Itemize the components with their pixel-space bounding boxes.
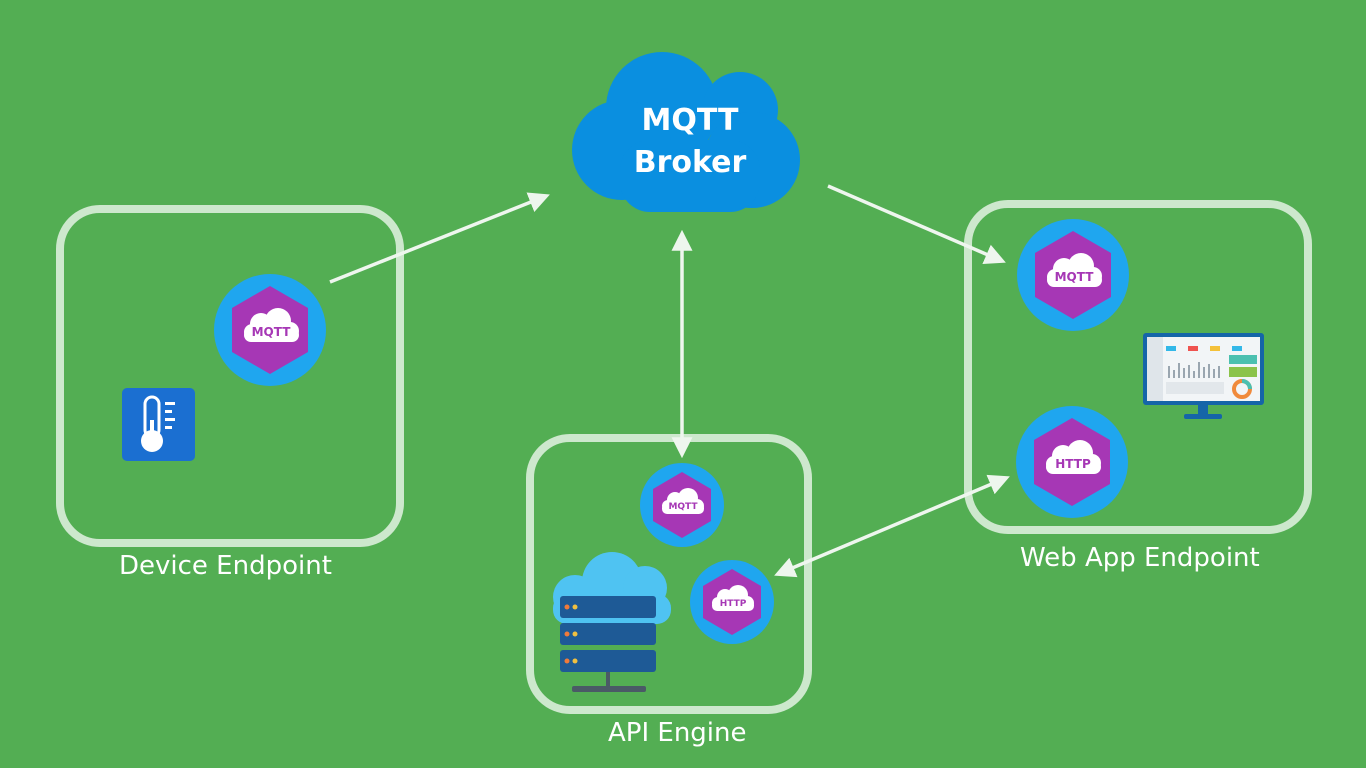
device-endpoint-label: Device Endpoint	[119, 551, 332, 581]
device-mqtt-badge-icon: MQTT	[214, 274, 326, 386]
device-endpoint-panel	[56, 205, 404, 547]
api-http-badge-text: HTTP	[720, 599, 747, 609]
web-mqtt-badge-text: MQTT	[1055, 270, 1095, 284]
web-app-endpoint-panel	[964, 200, 1312, 534]
dashboard-monitor-icon	[1143, 333, 1264, 419]
web-app-endpoint-label: Web App Endpoint	[1020, 543, 1260, 573]
broker-label-line1: MQTT	[641, 103, 739, 138]
device-mqtt-badge-text: MQTT	[252, 325, 292, 339]
thermometer-icon	[122, 388, 195, 461]
cloud-server-icon	[553, 552, 671, 692]
arrow-device-to-broker	[329, 192, 550, 284]
api-engine-label: API Engine	[608, 718, 747, 748]
web-http-badge-text: HTTP	[1055, 457, 1091, 471]
api-mqtt-badge-icon: MQTT	[640, 463, 724, 547]
web-http-badge-icon: HTTP	[1016, 406, 1128, 518]
arrow-broker-to-webapp	[827, 184, 1006, 264]
api-mqtt-badge-text: MQTT	[668, 502, 698, 512]
api-http-badge-icon: HTTP	[690, 560, 774, 644]
broker-label-line2: Broker	[633, 145, 747, 180]
web-mqtt-badge-icon: MQTT	[1017, 219, 1129, 331]
arrow-api-webapp-http	[774, 474, 1010, 578]
broker-label: MQTT Broker	[590, 100, 790, 184]
mqtt-broker-cloud-icon	[572, 52, 800, 212]
